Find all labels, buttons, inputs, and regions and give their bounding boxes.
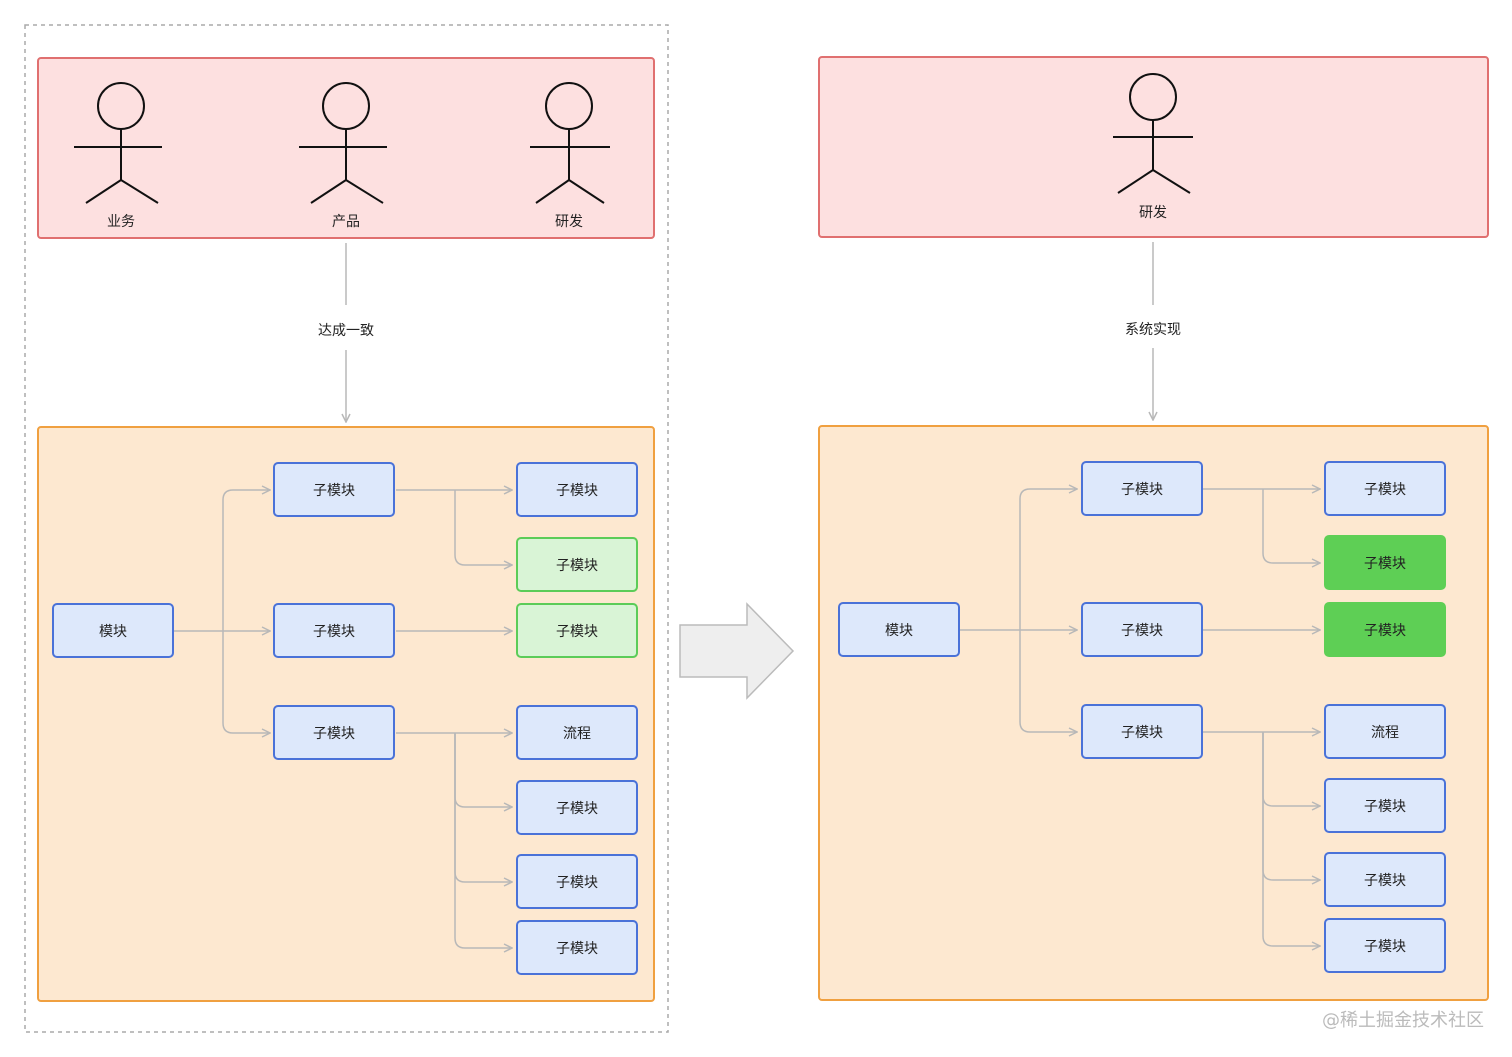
- left-node-l2-b1-label: 子模块: [556, 624, 598, 640]
- left-actor-business: [74, 82, 162, 204]
- left-diagram: 业务 产品 研发 达成一致: [24, 24, 669, 1033]
- left-node-l2-c4-label: 子模块: [556, 941, 598, 957]
- left-actor-dev: [530, 82, 610, 204]
- left-node-l1-b[interactable]: 子模块: [273, 603, 395, 658]
- left-node-l2-c3-label: 子模块: [556, 875, 598, 891]
- left-node-root-label: 模块: [99, 624, 127, 640]
- right-node-l2-c2-label: 子模块: [1364, 799, 1406, 815]
- left-node-l1-c-label: 子模块: [313, 726, 355, 742]
- right-node-l2-a1-label: 子模块: [1364, 482, 1406, 498]
- left-actor-dev-label: 研发: [555, 214, 583, 230]
- left-actor-product-label: 产品: [332, 214, 360, 230]
- right-node-l2-c1-label: 流程: [1371, 725, 1399, 741]
- left-node-l1-c[interactable]: 子模块: [273, 705, 395, 760]
- left-node-l2-a1-label: 子模块: [556, 483, 598, 499]
- left-node-l2-c4[interactable]: 子模块: [516, 920, 638, 975]
- right-node-l1-b[interactable]: 子模块: [1081, 602, 1203, 657]
- left-node-l2-c2-label: 子模块: [556, 801, 598, 817]
- left-node-l2-a1[interactable]: 子模块: [516, 462, 638, 517]
- left-actor-product: [299, 82, 387, 204]
- right-node-root-label: 模块: [885, 623, 913, 639]
- right-node-root[interactable]: 模块: [838, 602, 960, 657]
- right-node-l2-b1-label: 子模块: [1364, 623, 1406, 639]
- left-node-l2-a2-label: 子模块: [556, 558, 598, 574]
- left-node-l2-b1[interactable]: 子模块: [516, 603, 638, 658]
- left-node-l1-b-label: 子模块: [313, 624, 355, 640]
- right-actor-dev-label: 研发: [1139, 205, 1167, 221]
- right-node-l2-b1[interactable]: 子模块: [1324, 602, 1446, 657]
- right-node-l2-c2[interactable]: 子模块: [1324, 778, 1446, 833]
- left-node-root[interactable]: 模块: [52, 603, 174, 658]
- left-node-l2-c1[interactable]: 流程: [516, 705, 638, 760]
- right-actor-dev: [1113, 73, 1193, 194]
- right-diagram: 研发 系统实现 模块 子模块 子模块: [818, 56, 1489, 1001]
- left-node-l2-c2[interactable]: 子模块: [516, 780, 638, 835]
- right-node-l1-c-label: 子模块: [1121, 725, 1163, 741]
- right-node-l2-c1[interactable]: 流程: [1324, 704, 1446, 759]
- left-node-l1-a-label: 子模块: [313, 483, 355, 499]
- right-edge-label: 系统实现: [1125, 322, 1181, 338]
- left-dashed-boundary: [24, 24, 669, 1033]
- right-node-l2-c3[interactable]: 子模块: [1324, 852, 1446, 907]
- right-node-l2-a1[interactable]: 子模块: [1324, 461, 1446, 516]
- left-actor-business-label: 业务: [107, 214, 135, 230]
- right-node-l2-a2[interactable]: 子模块: [1324, 535, 1446, 590]
- right-node-l1-c[interactable]: 子模块: [1081, 704, 1203, 759]
- right-node-l2-a2-label: 子模块: [1364, 556, 1406, 572]
- left-node-l2-a2[interactable]: 子模块: [516, 537, 638, 592]
- left-node-l2-c1-label: 流程: [563, 726, 591, 742]
- left-node-l2-c3[interactable]: 子模块: [516, 854, 638, 909]
- right-node-l2-c4-label: 子模块: [1364, 939, 1406, 955]
- right-node-l1-b-label: 子模块: [1121, 623, 1163, 639]
- right-node-l2-c3-label: 子模块: [1364, 873, 1406, 889]
- right-connectors: [960, 489, 1320, 946]
- right-node-l2-c4[interactable]: 子模块: [1324, 918, 1446, 973]
- left-connectors: [174, 490, 512, 948]
- right-node-l1-a-label: 子模块: [1121, 482, 1163, 498]
- transition-arrow-icon: [679, 602, 795, 700]
- left-edge-label: 达成一致: [318, 323, 374, 339]
- right-node-l1-a[interactable]: 子模块: [1081, 461, 1203, 516]
- left-node-l1-a[interactable]: 子模块: [273, 462, 395, 517]
- watermark: @稀土掘金技术社区: [1322, 1010, 1484, 1031]
